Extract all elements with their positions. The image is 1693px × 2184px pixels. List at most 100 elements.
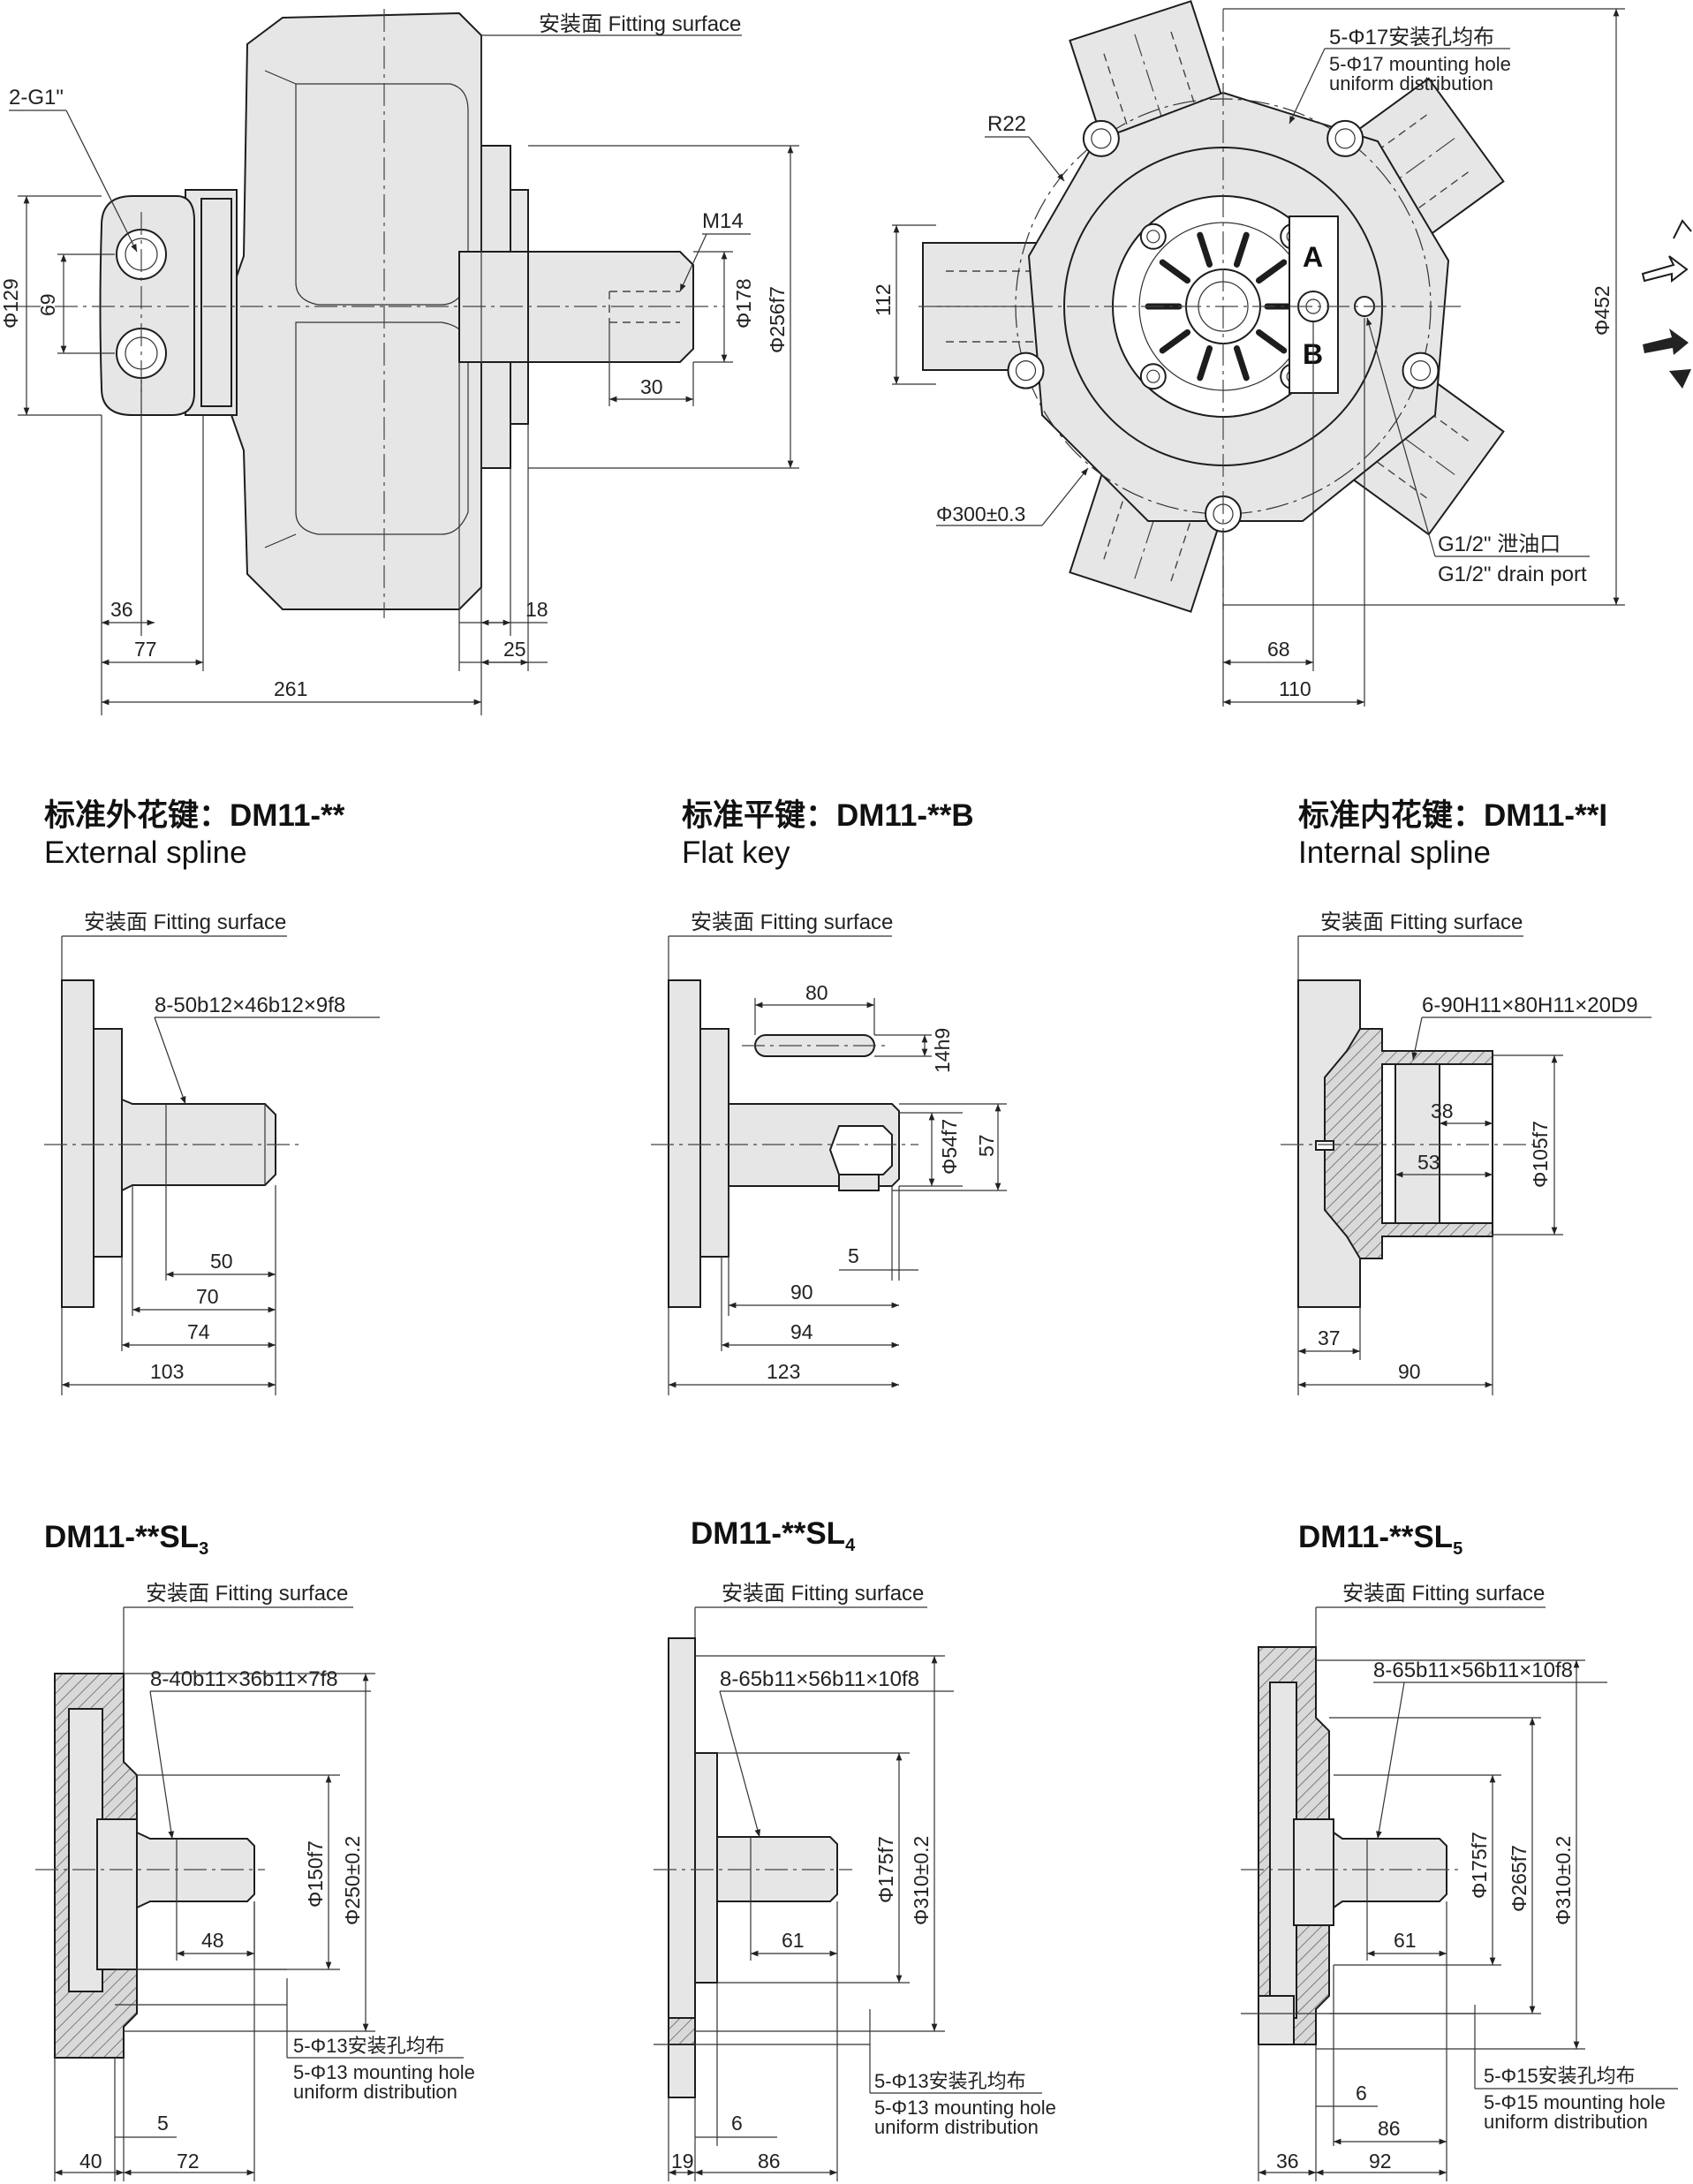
- drain-port-cn: G1/2" 泄油口: [1438, 533, 1561, 556]
- sl3-holes-en2: uniform distribution: [293, 2081, 457, 2103]
- dim-phi178: Φ178: [732, 278, 755, 329]
- thread-label: M14: [702, 209, 744, 233]
- sl4-spec: 8-65b11×56b11×10f8: [720, 1667, 919, 1691]
- drain-port-en: G1/2" drain port: [1438, 563, 1587, 586]
- fk-dim-90: 90: [790, 1281, 813, 1304]
- radius-label: R22: [987, 112, 1026, 136]
- dim-phi129: Φ129: [0, 278, 22, 329]
- sl3-dim-48: 48: [201, 1929, 224, 1952]
- sl5-drawing: 安装面 Fitting surface 8-65b11×56b11×10f8 Φ…: [1241, 1582, 1678, 2181]
- is-dim-38: 38: [1431, 1100, 1454, 1122]
- sl5-spec: 8-65b11×56b11×10f8: [1373, 1659, 1573, 1682]
- sl4-dim-86: 86: [758, 2150, 781, 2173]
- sl3-drawing: 安装面 Fitting surface 8-40b11×36b11×7f8 Φ1…: [35, 1582, 475, 2181]
- dim-phi256f7: Φ256f7: [766, 286, 789, 353]
- sl3-title: DM11-**SL3: [44, 1520, 208, 1559]
- is-spline-teeth: [1394, 1063, 1440, 1224]
- port-flange: [99, 195, 195, 416]
- es-dim-50: 50: [210, 1250, 233, 1273]
- dim-phi452: Φ452: [1591, 285, 1614, 336]
- es-dim-70: 70: [196, 1285, 219, 1308]
- valve-spoke: [1197, 345, 1213, 382]
- internal-spline-title-en: Internal spline: [1298, 835, 1491, 870]
- sl5-dim-phi175f7: Φ175f7: [1468, 1832, 1491, 1899]
- valve-spoke: [1255, 329, 1288, 354]
- sl4-drawing: 安装面 Fitting surface 8-65b11×56b11×10f8 Φ…: [654, 1582, 1056, 2181]
- sl3-spec: 8-40b11×36b11×7f8: [150, 1667, 338, 1691]
- motor-side-view: 安装面 Fitting surface 2-G1" M14 Φ129 69 Φ1…: [0, 9, 799, 715]
- mount-hole-en2: uniform distribution: [1329, 72, 1493, 94]
- dim-110: 110: [1279, 677, 1311, 700]
- sl3-holes-cn: 5-Φ13安装孔均布: [293, 2035, 445, 2057]
- sl5-dim-61: 61: [1394, 1929, 1417, 1952]
- sl4-dim-19: 19: [671, 2150, 694, 2173]
- fk-keyway: [828, 1125, 893, 1175]
- cylinder-bevel: [264, 70, 297, 548]
- es-spec: 8-50b12×46b12×9f8: [155, 994, 345, 1017]
- sl4-dim-phi310: Φ310±0.2: [910, 1836, 933, 1925]
- sl5-holes-en2: uniform distribution: [1484, 2111, 1648, 2133]
- fk-dim-5: 5: [848, 1244, 859, 1267]
- sl3-hub: [96, 1818, 138, 1970]
- fitting-surface-label: 安装面 Fitting surface: [539, 12, 741, 36]
- fk-dim-14h9: 14h9: [931, 1028, 954, 1073]
- ports-label: 2-G1": [9, 86, 64, 110]
- fk-fitting-surface: 安装面 Fitting surface: [691, 911, 893, 934]
- rotation-arrow-solid-icon: [1643, 329, 1691, 389]
- sl4-holes-cn: 5-Φ13安装孔均布: [874, 2070, 1026, 2092]
- mount-hole-cn: 5-Φ17安装孔均布: [1329, 26, 1494, 49]
- motor-front-view: A B 5-Φ17安装孔均布 5-Φ17 mounting hole unifo…: [872, 0, 1692, 707]
- es-dim-103: 103: [150, 1360, 184, 1383]
- valve-spoke: [1159, 259, 1191, 284]
- sl5-dim-36: 36: [1276, 2150, 1299, 2173]
- is-dim-37: 37: [1318, 1326, 1341, 1349]
- is-dim-53: 53: [1417, 1151, 1440, 1174]
- rotation-arrow-open-icon: [1641, 219, 1692, 283]
- dim-18: 18: [525, 598, 548, 621]
- sl5-dim-86: 86: [1378, 2117, 1401, 2140]
- valve-block-inner: [200, 198, 232, 407]
- external-spline-drawing: 安装面 Fitting surface 8-50b12×46b12×9f8 50…: [44, 911, 380, 1395]
- sl5-hub: [1293, 1818, 1334, 1926]
- sl5-holes-cn: 5-Φ15安装孔均布: [1484, 2065, 1636, 2087]
- sl3-dim-5: 5: [157, 2112, 169, 2135]
- mounting-hole: [1326, 119, 1364, 157]
- sl4-dim-61: 61: [782, 1929, 805, 1952]
- dim-77: 77: [134, 638, 157, 661]
- es-spigot: [93, 1028, 123, 1258]
- cover-bolt: [1139, 223, 1167, 250]
- sl4-spigot: [694, 1752, 718, 1984]
- sl3-dim-40: 40: [79, 2150, 102, 2173]
- fk-dim-57: 57: [975, 1134, 998, 1157]
- valve-spoke: [1233, 231, 1250, 268]
- sl5-dim-phi310: Φ310±0.2: [1552, 1836, 1575, 1925]
- sl3-holes-en1: 5-Φ13 mounting hole: [293, 2061, 475, 2083]
- sl4-title: DM11-**SL4: [691, 1516, 856, 1555]
- es-fitting-surface: 安装面 Fitting surface: [84, 911, 286, 934]
- sl5-title: DM11-**SL5: [1298, 1520, 1462, 1559]
- dim-25: 25: [503, 638, 526, 661]
- flat-key-drawing: 安装面 Fitting surface 80 14h9 Φ54f7 57 5 9…: [651, 911, 1007, 1395]
- sl4-bolt-section: [668, 2017, 696, 2045]
- cylinder-housing: [231, 11, 482, 610]
- is-fitting-surface: 安装面 Fitting surface: [1320, 911, 1523, 934]
- dim-30: 30: [640, 375, 663, 398]
- sl3-dim-phi150f7: Φ150f7: [304, 1840, 327, 1908]
- sl3-dim-72: 72: [177, 2150, 200, 2173]
- dim-68: 68: [1267, 638, 1290, 661]
- dim-261: 261: [274, 677, 307, 700]
- mount-hole-en1: 5-Φ17 mounting hole: [1329, 53, 1511, 75]
- output-shaft: [527, 251, 694, 363]
- flat-key-title-cn: 标准平键：DM11-**B: [682, 798, 974, 833]
- sl4-dim-phi175f7: Φ175f7: [874, 1836, 897, 1903]
- sl5-dim-92: 92: [1369, 2150, 1392, 2173]
- sl4-fitting-surface: 安装面 Fitting surface: [722, 1582, 924, 1606]
- is-dim-phi105f7: Φ105f7: [1529, 1121, 1552, 1188]
- dim-36: 36: [110, 598, 133, 621]
- sl5-fitting-surface: 安装面 Fitting surface: [1342, 1582, 1545, 1606]
- internal-spline-drawing: 安装面 Fitting surface 6-90H11×80H11×20D9 3…: [1281, 911, 1651, 1395]
- sl3-fitting-surface: 安装面 Fitting surface: [146, 1582, 348, 1606]
- sl5-holes-en1: 5-Φ15 mounting hole: [1484, 2091, 1666, 2113]
- sl5-plate: [1269, 1681, 1297, 2019]
- sl4-holes-en1: 5-Φ13 mounting hole: [874, 2097, 1056, 2119]
